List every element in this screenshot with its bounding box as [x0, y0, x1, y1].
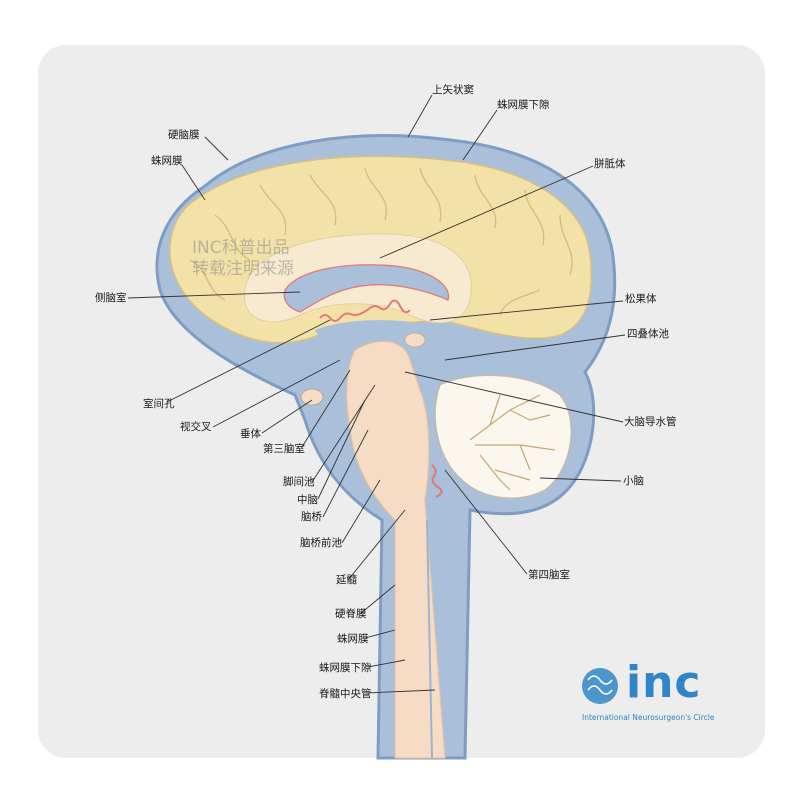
central-canal — [426, 519, 433, 759]
label-cerebellum: 小脑 — [623, 475, 644, 487]
label-prepontine-cistern: 脑桥前池 — [300, 537, 342, 549]
arbor-vitae — [469, 394, 556, 491]
label-spinal-dura: 硬脊膜 — [335, 608, 367, 620]
label-pons: 脑桥 — [301, 511, 322, 523]
label-cerebral-aqueduct: 大脑导水管 — [624, 416, 677, 428]
label-corpus-callosum: 胼胝体 — [594, 158, 626, 170]
label-medulla: 延髓 — [336, 574, 357, 586]
label-pineal-body: 松果体 — [625, 293, 657, 305]
watermark: INC科普出品 转载注明来源 — [192, 238, 294, 280]
cerebellum — [434, 374, 572, 499]
label-optic-chiasm: 视交叉 — [180, 421, 212, 433]
label-pituitary: 垂体 — [240, 428, 261, 440]
label-spinal-subarachnoid: 蛛网膜下隙 — [319, 662, 372, 674]
label-subarachnoid-space-top: 蛛网膜下隙 — [497, 99, 550, 111]
logo-word: inc — [626, 657, 702, 708]
leader-lines — [127, 94, 626, 694]
inc-logo-mark — [582, 668, 618, 704]
label-spinal-arachnoid: 蛛网膜 — [337, 633, 369, 645]
label-interventricular-foramen: 室间孔 — [143, 398, 175, 410]
label-central-canal: 脊髓中央管 — [319, 688, 372, 700]
label-lateral-ventricle: 侧脑室 — [95, 292, 127, 304]
logo-subtitle: International Neurosurgeon's Circle — [582, 713, 715, 722]
label-third-ventricle: 第三脑室 — [263, 443, 305, 455]
label-superior-sagittal-sinus: 上矢状窦 — [432, 84, 474, 96]
label-arachnoid: 蛛网膜 — [151, 155, 183, 167]
choroid-plexus — [319, 299, 411, 322]
brainstem — [346, 340, 446, 759]
label-dura-mater: 硬脑膜 — [168, 129, 200, 141]
watermark-line-1: INC科普出品 — [192, 238, 290, 258]
pineal — [404, 332, 426, 348]
pituitary — [300, 388, 324, 406]
fourth-ventricle-plexus — [431, 464, 443, 498]
label-midbrain: 中脑 — [297, 494, 318, 506]
gyri-lines — [189, 167, 573, 316]
lateral-ventricle — [283, 264, 450, 313]
label-interpeduncular-cistern: 脚间池 — [283, 476, 315, 488]
watermark-line-2: 转载注明来源 — [192, 259, 294, 279]
label-quadrigeminal-cistern: 四叠体池 — [627, 328, 669, 340]
label-fourth-ventricle: 第四脑室 — [528, 569, 570, 581]
